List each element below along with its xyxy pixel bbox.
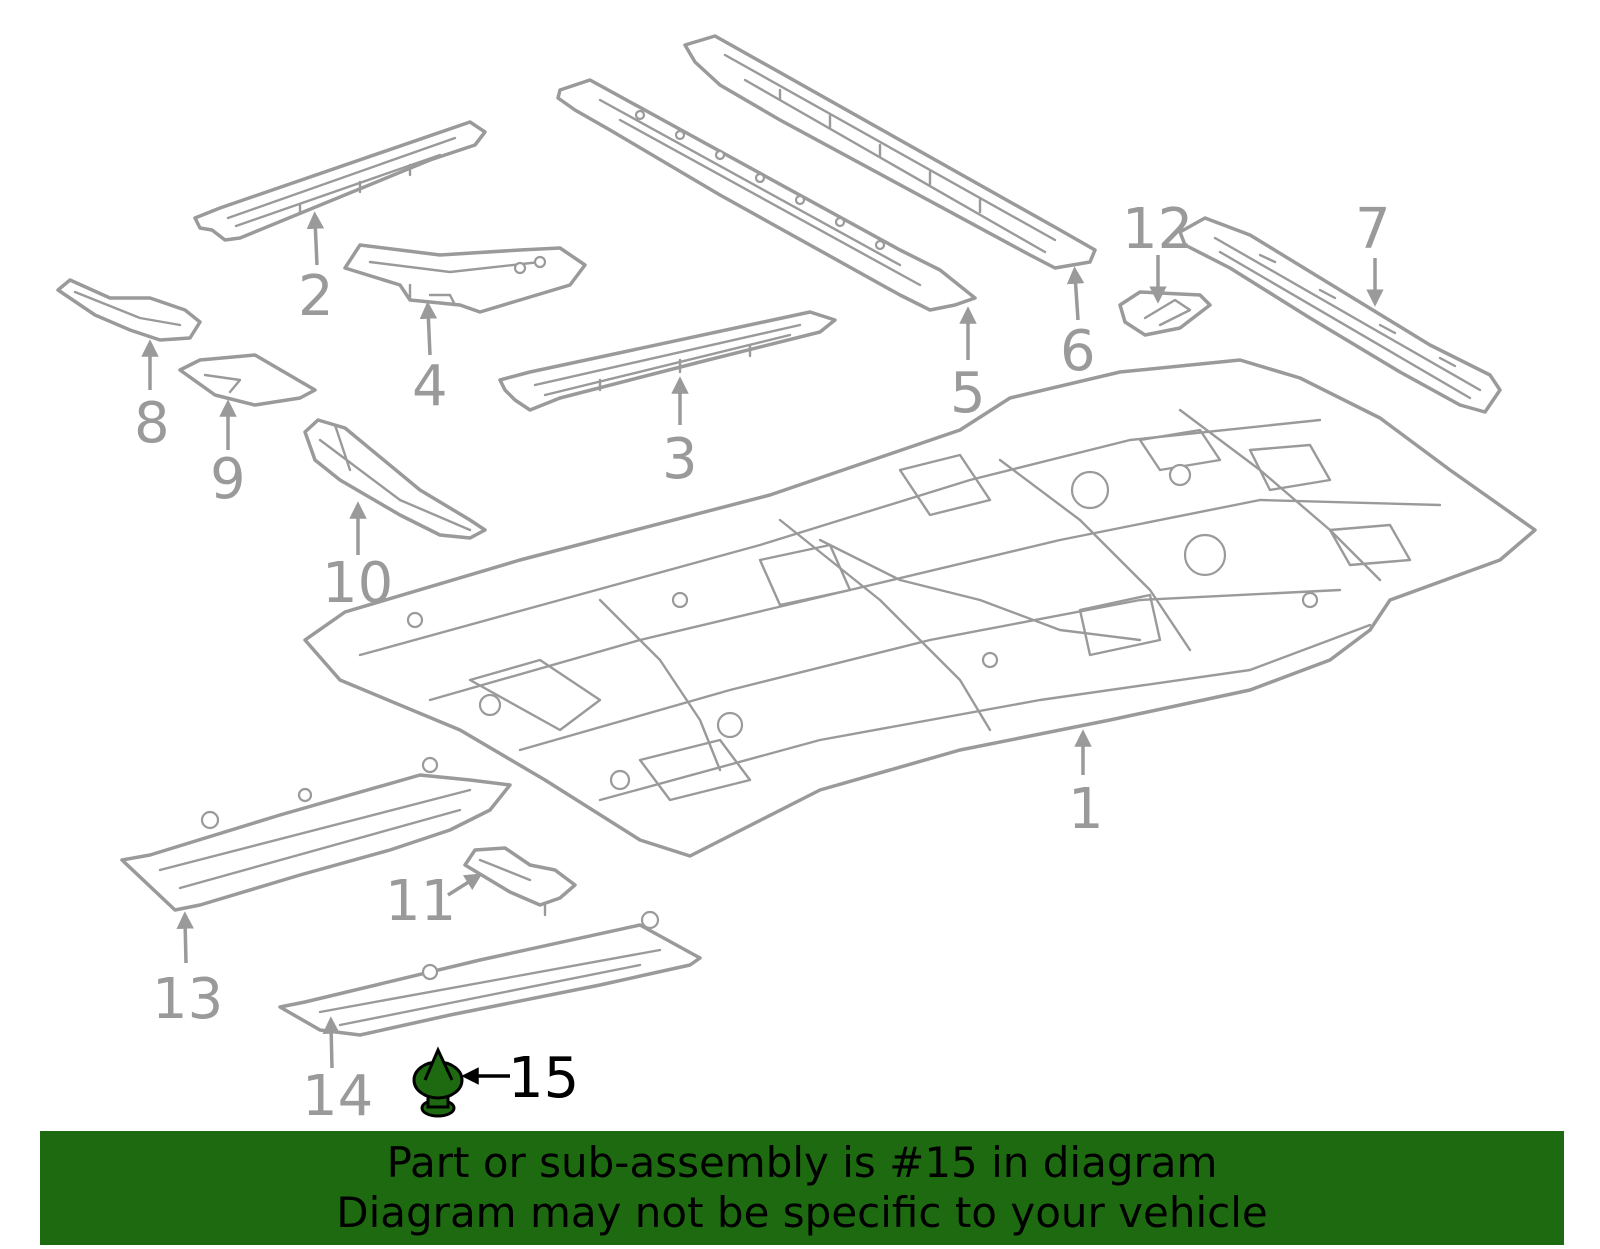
part-1-floor-pan[interactable] [303, 358, 1537, 858]
arrow-4 [419, 301, 438, 356]
callout-labels: 1 2 3 4 5 6 7 8 9 10 11 12 13 14 15 [134, 197, 1391, 1129]
banner-line-2: Diagram may not be specific to your vehi… [336, 1188, 1268, 1237]
part-6-rail[interactable] [683, 34, 1097, 270]
part-10-brace[interactable] [303, 418, 487, 540]
part-2-crossmember[interactable] [193, 120, 487, 242]
arrow-6 [1066, 266, 1085, 321]
banner-line-1: Part or sub-assembly is #15 in diagram [386, 1138, 1218, 1187]
part-15-clip[interactable] [412, 1046, 464, 1118]
leader-arrows [141, 211, 1384, 1085]
part-13-side-sill[interactable] [120, 756, 512, 912]
callout-2: 2 [298, 264, 334, 329]
callout-14: 14 [302, 1064, 373, 1129]
callout-8: 8 [134, 391, 170, 456]
callout-1: 1 [1068, 777, 1104, 842]
part-4-bracket[interactable] [343, 243, 587, 314]
callout-13: 13 [152, 967, 223, 1032]
part-14-side-sill[interactable] [278, 910, 702, 1037]
part-3-crossmember[interactable] [498, 310, 837, 412]
part-5-rail[interactable] [556, 78, 977, 312]
part-8-bracket[interactable] [56, 278, 202, 342]
arrow-13 [176, 911, 194, 964]
callout-15: 15 [508, 1046, 579, 1111]
callout-4: 4 [412, 354, 448, 419]
callout-6: 6 [1060, 319, 1096, 384]
part-9-plate[interactable] [178, 353, 317, 407]
part-12-plate[interactable] [1118, 290, 1212, 337]
callout-9: 9 [210, 447, 246, 512]
callout-11: 11 [385, 869, 456, 934]
callout-12: 12 [1122, 197, 1193, 262]
info-banner: Part or sub-assembly is #15 in diagram D… [40, 1131, 1564, 1245]
part-7-rail[interactable] [1178, 216, 1502, 414]
callout-7: 7 [1355, 197, 1391, 262]
callout-3: 3 [662, 427, 698, 492]
callout-10: 10 [322, 551, 393, 616]
arrow-14 [322, 1016, 340, 1069]
arrow-11 [447, 873, 483, 897]
arrow-2 [306, 211, 325, 266]
callout-5: 5 [950, 361, 986, 426]
part-11-bracket[interactable] [463, 846, 577, 917]
